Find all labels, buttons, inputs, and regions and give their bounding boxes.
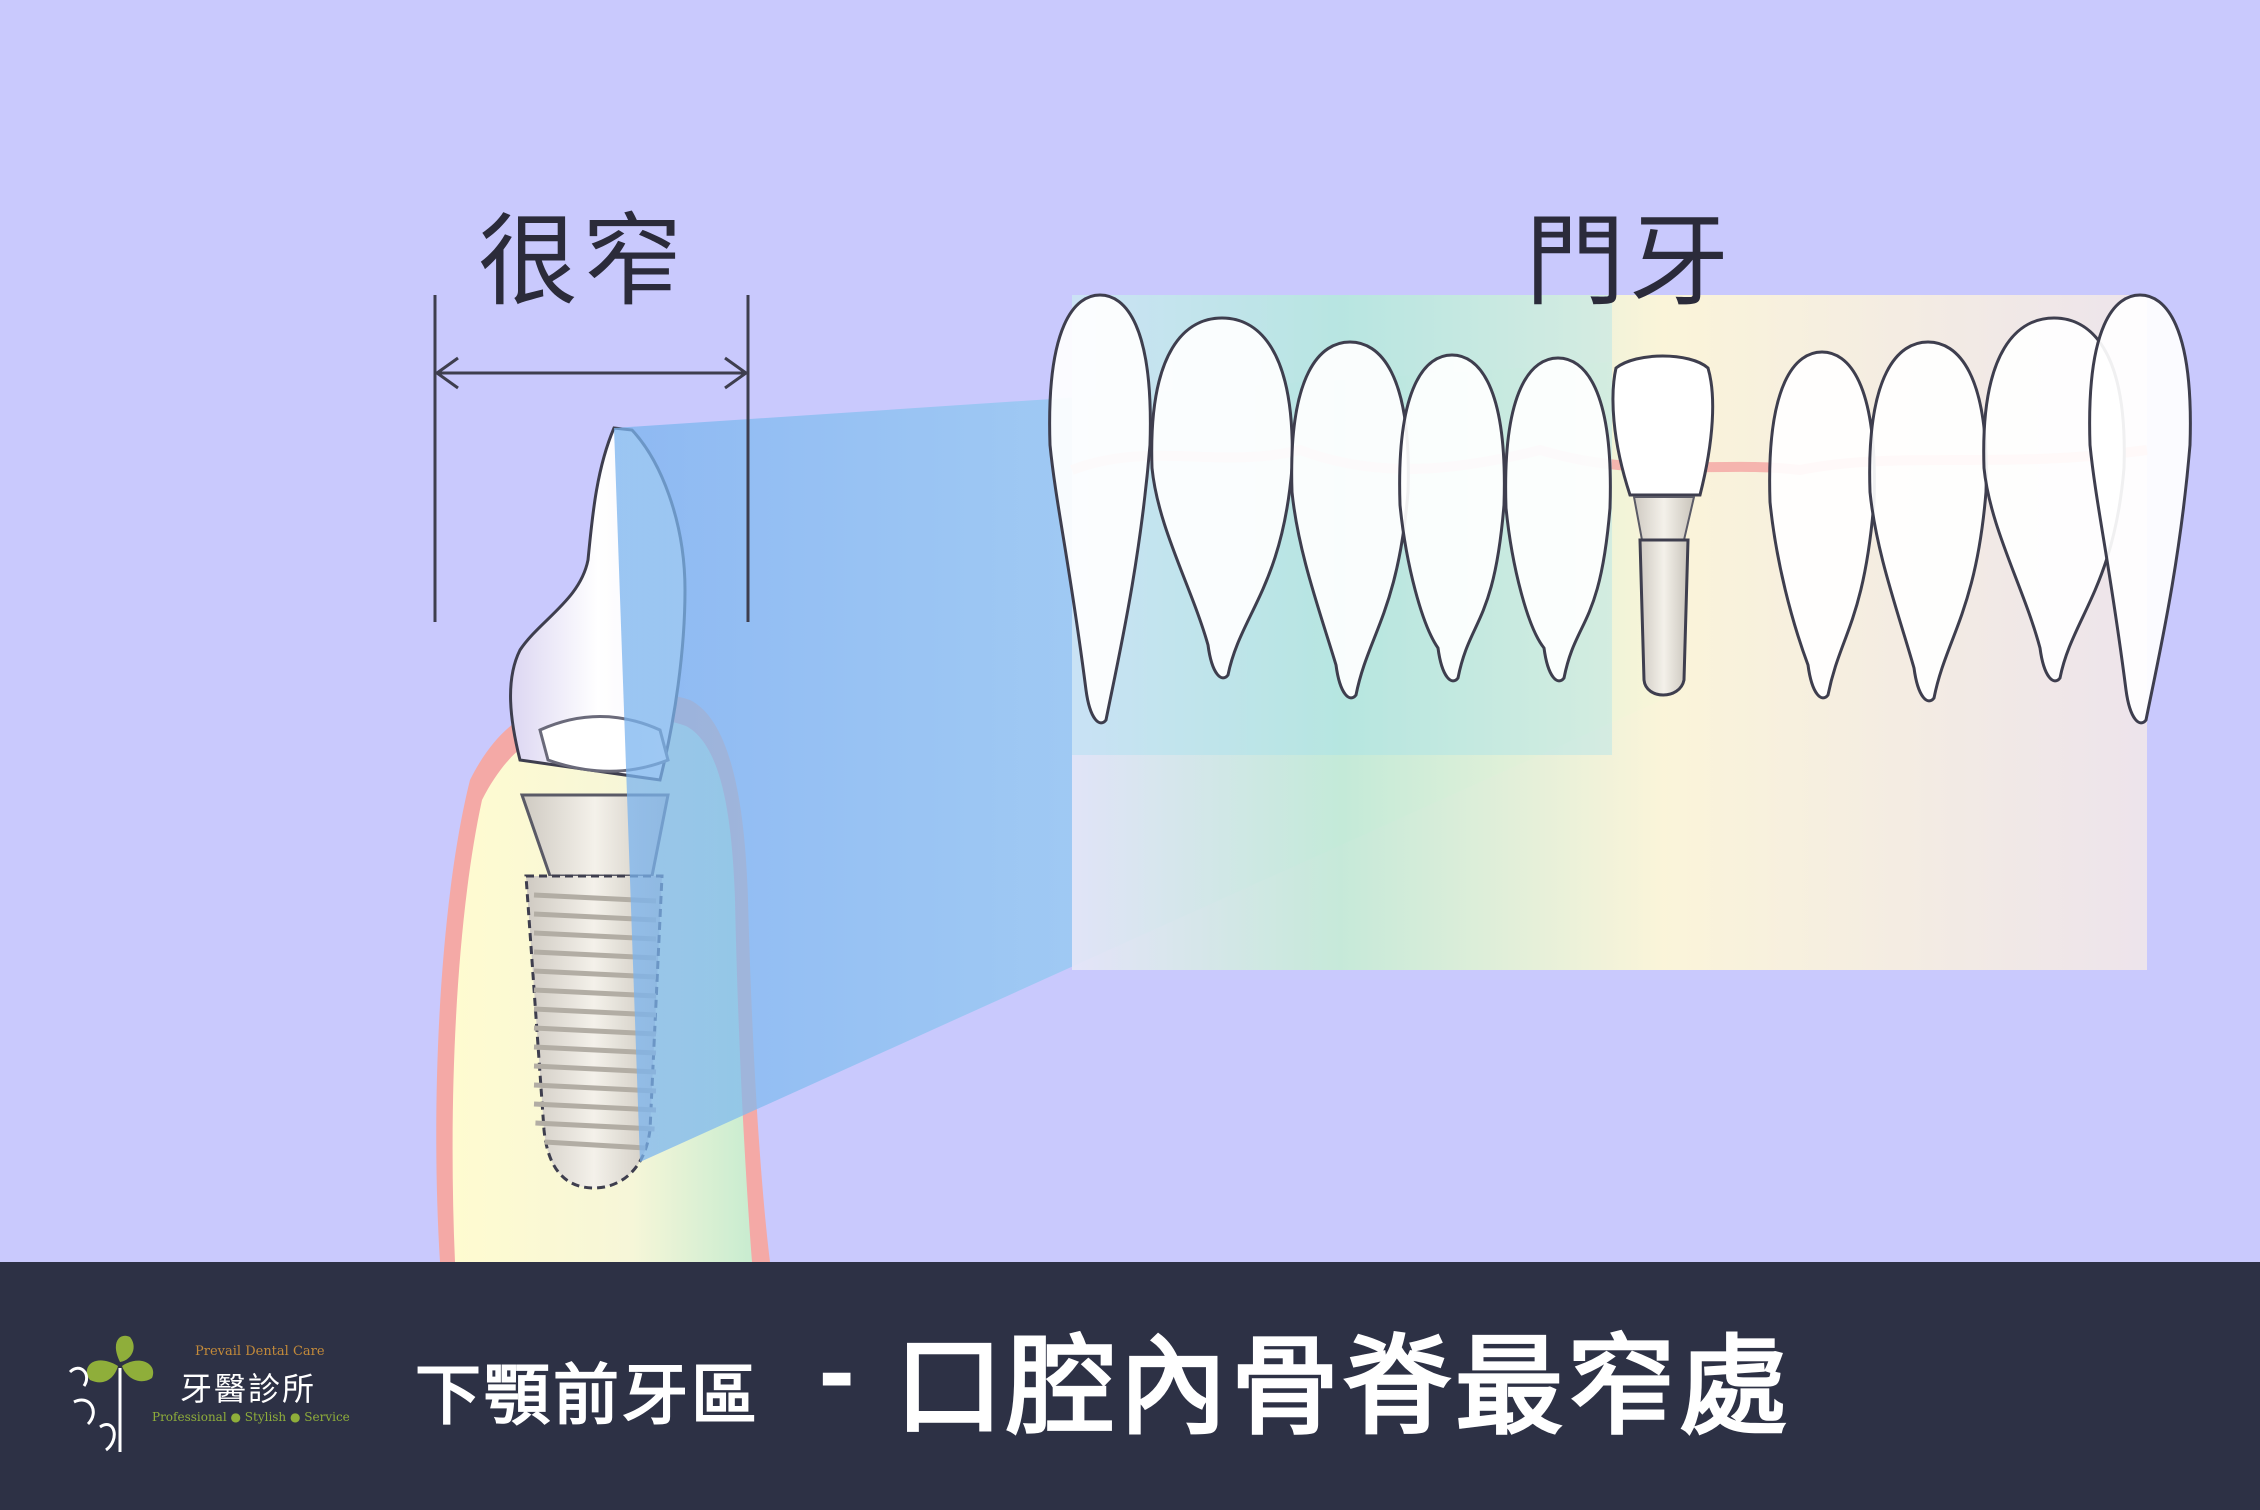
front-teeth-panel (1048, 293, 2192, 970)
front-tooth (2088, 293, 2192, 725)
caption-subtitle: 下顎前牙區 (415, 1357, 760, 1434)
thread-line (533, 1044, 657, 1056)
caption-bar: Prevail Dental Care 牙醫診所 Professional ● … (0, 1262, 2260, 1510)
front-teeth-row (1048, 293, 2192, 725)
front-teeth-label: 門牙 (1525, 203, 1733, 320)
diagram-area: 很窄 門牙 (433, 203, 2192, 1262)
caption-headline: 口腔內骨脊最窄處 (895, 1325, 1792, 1450)
narrow-label: 很窄 (478, 203, 686, 320)
front-tooth (1048, 293, 1152, 725)
front-tooth (1768, 350, 1876, 700)
front-tooth (1150, 316, 1294, 680)
front-tooth (1868, 340, 1988, 703)
logo-chinese-name: 牙醫診所 (180, 1370, 317, 1408)
logo-tagline: Professional ● Stylish ● Service (152, 1410, 350, 1424)
thread-line (533, 1101, 657, 1113)
caption-dash: - (818, 1322, 856, 1427)
logo-english-name: Prevail Dental Care (195, 1344, 325, 1359)
thread-line (533, 1063, 657, 1075)
thread-line (544, 1139, 646, 1151)
dental-illustration (433, 293, 2192, 1262)
leaf-logo-icon (68, 1335, 154, 1452)
front-tooth (1290, 340, 1410, 700)
front-tooth (1504, 356, 1612, 683)
front-implant (1611, 354, 1715, 697)
thread-line (535, 1120, 655, 1132)
front-tooth (1398, 353, 1506, 683)
width-indicator (433, 295, 750, 622)
thread-line (533, 1082, 657, 1094)
clinic-logo: Prevail Dental Care 牙醫診所 Professional ● … (60, 1332, 380, 1462)
